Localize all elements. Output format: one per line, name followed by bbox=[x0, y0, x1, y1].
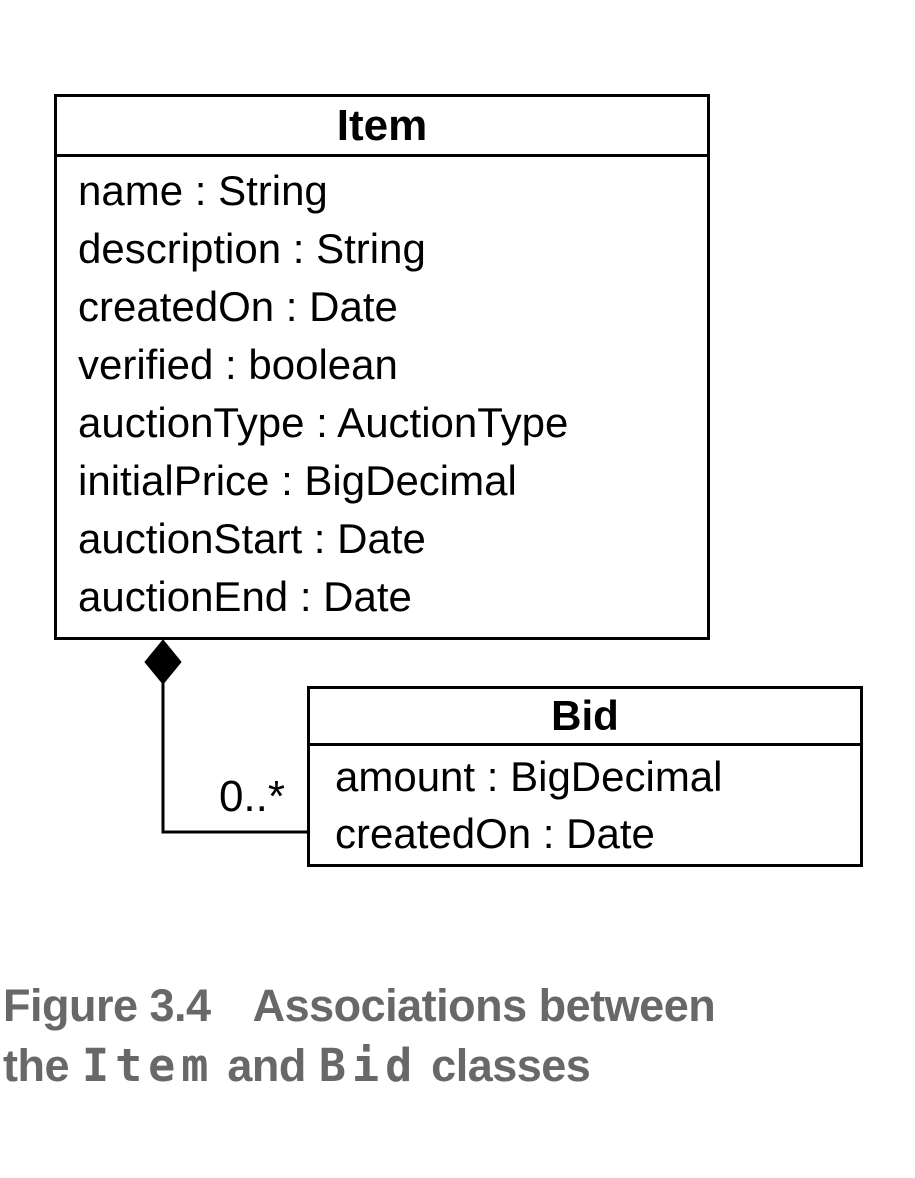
item-attribute: verified : boolean bbox=[78, 341, 398, 388]
item-attribute: auctionEnd : Date bbox=[78, 573, 412, 620]
item-attribute: createdOn : Date bbox=[78, 283, 398, 330]
multiplicity-label: 0..* bbox=[218, 772, 285, 821]
item-class-title: Item bbox=[57, 97, 707, 157]
caption-word: the bbox=[3, 1040, 70, 1091]
item-attribute: name : String bbox=[78, 167, 328, 214]
composition-diamond-icon bbox=[144, 639, 182, 685]
bid-class-title: Bid bbox=[310, 689, 860, 746]
bid-attribute: createdOn : Date bbox=[335, 810, 655, 857]
item-attribute: initialPrice : BigDecimal bbox=[78, 457, 517, 504]
item-attribute: auctionType : AuctionType bbox=[78, 399, 569, 446]
item-class-box: Item name : String description : String … bbox=[54, 94, 710, 640]
item-class-reference: Item bbox=[82, 1039, 215, 1092]
item-class-attributes: name : String description : String creat… bbox=[57, 157, 707, 626]
bid-class-box: Bid amount : BigDecimal createdOn : Date bbox=[307, 686, 863, 867]
caption-text-1: Associations between bbox=[252, 980, 716, 1031]
item-attribute: auctionStart : Date bbox=[78, 515, 426, 562]
caption-word: and bbox=[227, 1040, 306, 1091]
bid-attribute: amount : BigDecimal bbox=[335, 753, 723, 800]
bid-class-reference: Bid bbox=[318, 1039, 419, 1092]
figure-number: Figure 3.4 bbox=[3, 980, 211, 1031]
caption-word: classes bbox=[431, 1040, 591, 1091]
item-attribute: description : String bbox=[78, 225, 426, 272]
bid-class-attributes: amount : BigDecimal createdOn : Date bbox=[310, 746, 860, 862]
caption-line-1: Figure 3.4 Associations between bbox=[3, 976, 893, 1036]
